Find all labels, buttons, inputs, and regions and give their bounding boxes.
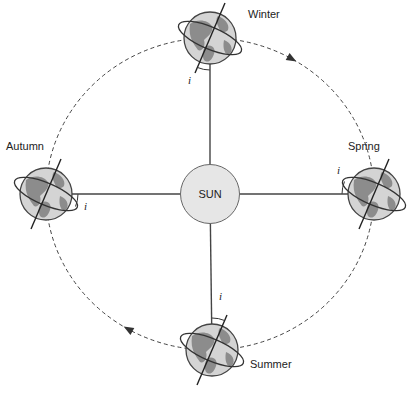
earth-globe: Summer: [186, 324, 238, 376]
sun-earth-line: [210, 224, 211, 324]
angle-label: i: [337, 164, 340, 176]
season-label: Summer: [250, 358, 292, 371]
sun-earth-line: [210, 64, 211, 164]
angle-label: i: [188, 74, 191, 86]
angle-label: i: [219, 290, 222, 302]
season-label: Spring: [348, 140, 380, 153]
sun-circle: SUN: [180, 164, 240, 224]
angle-label: i: [84, 200, 87, 212]
sun-label: SUN: [198, 188, 221, 201]
sun-earth-line: [240, 194, 348, 195]
earth-globe: Winter: [184, 12, 236, 64]
sun-earth-line: [72, 194, 180, 195]
season-label: Winter: [248, 8, 280, 21]
season-label: Autumn: [6, 140, 44, 153]
earth-globe: Spring: [348, 168, 400, 220]
earth-globe: Autumn: [20, 168, 72, 220]
